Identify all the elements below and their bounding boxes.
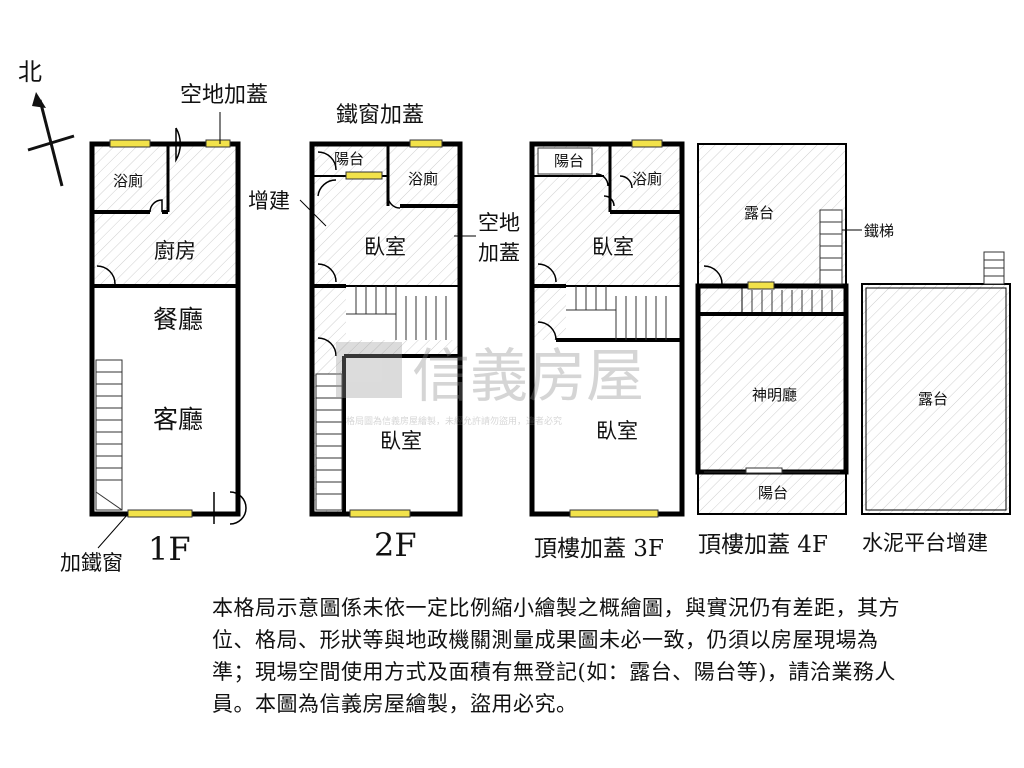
watermark-brand: 信義房屋 [412,342,644,410]
watermark-notice: 格局圖為信義房屋繪製，未經允許請勿盜用，違者必究 [346,415,562,427]
f2-room-bathroom: 浴廁 [408,170,438,188]
f4-room-shrine-hall: 神明廳 [752,386,797,404]
disclaimer-text: 本格局示意圖係未依一定比例縮小繪製之概繪圖，與實況仍有差距，其方位、格局、形狀等… [212,596,900,716]
f2-open-space-1: 空地 [478,211,520,235]
floor-4-label: 頂樓加蓋 4F [698,532,828,558]
watermark: 信義房屋 格局圖為信義房屋繪製，未經允許請勿盜用，違者必究 [336,342,644,427]
f1-room-bathroom: 浴廁 [113,172,143,190]
floor-plan-drawing: 北 浴廁 廚房 餐 [18,58,1011,575]
floor-2-plan: 陽台 浴廁 臥室 臥室 鐵窗加蓋 增建 空地 加蓋 2F [248,103,520,564]
roof-plan: 露台 水泥平台增建 [861,251,1011,555]
f3-room-bathroom: 浴廁 [632,170,662,188]
compass: 北 [18,58,75,187]
f2-extension: 增建 [248,189,290,213]
f1-room-living: 客廳 [153,405,203,434]
f2-room-balcony: 陽台 [334,150,364,168]
floor-4-plan: 露台 神明廳 陽台 鐵梯 頂樓加蓋 4F [695,143,894,558]
f1-room-kitchen: 廚房 [154,239,196,263]
floor-3-label: 頂樓加蓋 3F [534,536,664,562]
floor-3-plan: 陽台 浴廁 臥室 臥室 頂樓加蓋 3F [529,139,685,562]
f4-iron-ladder: 鐵梯 [864,222,894,240]
f1-iron-window: 加鐵窗 [60,551,123,575]
north-arrowhead-icon [32,92,46,108]
f2-room-bedroom-back: 臥室 [380,429,422,453]
floor-1-plan: 浴廁 廚房 餐廳 客廳 空地加蓋 加鐵窗 1F [60,83,268,575]
f2-room-bedroom-front: 臥室 [364,235,406,259]
compass-crossbar [27,134,75,152]
roof-label: 水泥平台增建 [862,531,988,555]
f3-room-bedroom-front: 臥室 [592,235,634,259]
roof-room-terrace: 露台 [918,390,948,408]
f4-room-terrace: 露台 [744,204,774,222]
floor-2-label: 2F [374,526,417,564]
f2-iron-window-addition: 鐵窗加蓋 [336,103,424,128]
f4-room-balcony: 陽台 [758,484,788,502]
watermark-logo-icon [336,342,402,398]
north-label: 北 [18,58,42,86]
f1-room-dining: 餐廳 [153,305,203,334]
f3-room-balcony: 陽台 [554,152,584,170]
f2-open-space-2: 加蓋 [478,241,520,265]
f3-room-bedroom-back: 臥室 [596,419,638,443]
f1-open-space-addition: 空地加蓋 [180,83,268,108]
floor-1-label: 1F [148,530,191,568]
